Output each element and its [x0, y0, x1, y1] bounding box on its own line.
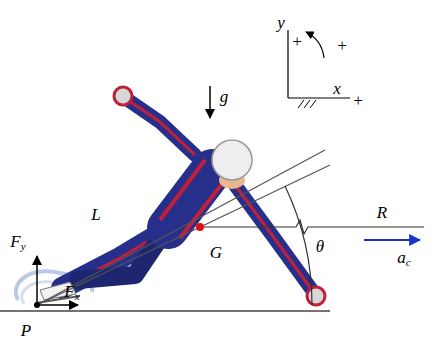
- leg: [78, 238, 160, 280]
- arm: [128, 100, 195, 155]
- point-label: P: [20, 322, 32, 339]
- gravity-arrow: [209, 86, 211, 118]
- mass-center: [196, 223, 204, 231]
- sign-mark: +: [335, 37, 348, 54]
- symbol-label: G: [209, 244, 223, 261]
- symbol-label: θ: [315, 238, 325, 255]
- suit-stripe: [235, 185, 312, 290]
- radius-line: [200, 220, 424, 234]
- leg-line: [37, 165, 330, 305]
- ground-hatch: [298, 100, 316, 108]
- axis: [288, 97, 350, 98]
- force-label: Fx: [63, 283, 80, 302]
- glove: [307, 287, 325, 305]
- suit-stripe: [180, 180, 225, 238]
- axis-label: +: [351, 92, 364, 109]
- rotation-arrow: [306, 32, 324, 58]
- axis-label: y: [276, 14, 286, 31]
- helmet: [212, 140, 252, 180]
- arm: [235, 185, 312, 290]
- ground-line: [0, 310, 330, 312]
- force-arrow: [36, 256, 38, 305]
- skate-boot: [40, 282, 76, 300]
- force-label: Fy: [9, 233, 26, 252]
- suit-stripe: [160, 160, 205, 220]
- suit-stripe: [128, 100, 195, 155]
- force-arrow: [37, 304, 78, 306]
- symbol-label: g: [219, 88, 230, 105]
- sign-mark: x: [332, 80, 342, 97]
- symbol-label: ac: [396, 249, 411, 268]
- symbol-label: L: [90, 206, 101, 223]
- angle-arc: [285, 186, 312, 305]
- symbol-label: R: [376, 204, 388, 221]
- glove: [114, 87, 132, 105]
- acceleration-arrow: [364, 239, 420, 241]
- contact-point: [34, 302, 40, 308]
- axis: [287, 30, 288, 98]
- sign-mark: +: [290, 33, 303, 50]
